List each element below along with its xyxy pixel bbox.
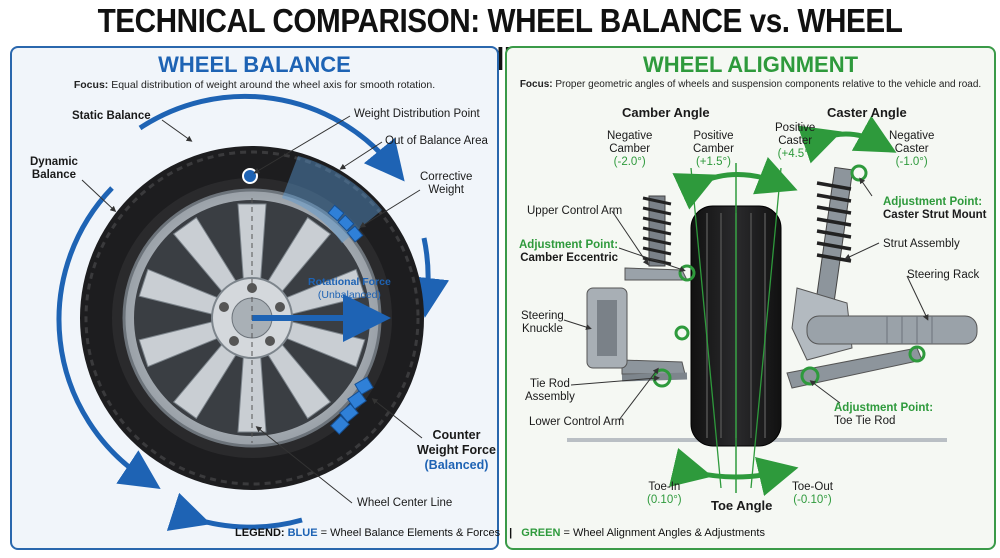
legend: LEGEND: BLUE = Wheel Balance Elements & …	[0, 527, 1000, 539]
positive-camber-line	[750, 167, 782, 489]
lower-control-arm-label: Lower Control Arm	[529, 416, 625, 428]
wheel-alignment-diagram	[563, 115, 978, 497]
caster-angle-label: Caster Angle	[827, 105, 907, 120]
static-balance-label: Static Balance	[72, 110, 151, 122]
legend-blue-word: BLUE	[287, 527, 318, 539]
focus-label: Focus:	[519, 79, 553, 90]
caster-arrow	[797, 115, 897, 164]
wheel-balance-header: WHEEL BALANCE	[12, 48, 497, 88]
camber-arrow	[672, 157, 798, 210]
toe-tie-rod-adjustment-label: Adjustment Point:Toe Tie Rod	[834, 402, 934, 427]
weight-distribution-point-label: Weight Distribution Point	[354, 108, 480, 120]
legend-green-word: GREEN	[521, 527, 561, 539]
counter-weight	[330, 376, 374, 435]
wheel-alignment-header: WHEEL ALIGNMENT	[507, 48, 994, 88]
wheel-alignment-heading: WHEEL ALIGNMENT	[642, 52, 859, 77]
wheel-alignment-panel: WHEEL ALIGNMENT Focus: Proper geometric …	[505, 46, 996, 550]
wheel-alignment-focus: Focus: Proper geometric angles of wheels…	[507, 79, 994, 90]
toe-in-label: Toe-In(0.10°)	[647, 481, 682, 506]
focus-text: Proper geometric angles of wheels and su…	[555, 79, 982, 90]
upper-control-arm-label: Upper Control Arm	[527, 205, 623, 217]
legend-green-text: = Wheel Alignment Angles & Adjustments	[563, 527, 765, 539]
camber-eccentric-adjustment-label: Adjustment Point:Camber Eccentric	[519, 239, 619, 264]
negative-camber-line	[690, 167, 722, 489]
focus-label: Focus:	[73, 79, 109, 91]
toe-arrow	[668, 447, 799, 497]
corrective-weight	[327, 204, 364, 243]
legend-blue-text: = Wheel Balance Elements & Forces	[320, 527, 501, 539]
camber-eccentric-point	[678, 264, 696, 282]
camber-angle-label: Camber Angle	[622, 105, 710, 120]
rotation-arc-top	[138, 93, 405, 182]
rotation-arc-bottom	[166, 492, 303, 531]
upper-control-arm	[624, 267, 688, 281]
caster-strut-mount-point	[850, 164, 868, 182]
wheel-center-line-label: Wheel Center Line	[357, 497, 453, 509]
wheel-balance-diagram	[56, 93, 450, 531]
focus-text: Equal distribution of weight around the …	[111, 79, 436, 91]
steering-rack	[806, 315, 978, 345]
strut-assembly-label: Strut Assembly	[883, 238, 960, 250]
lower-control-arm	[621, 359, 686, 375]
toe-out-label: Toe-Out(-0.10°)	[792, 481, 833, 506]
toe-angle-label: Toe Angle	[711, 498, 773, 513]
out-of-balance-area-label: Out of Balance Area	[385, 135, 488, 147]
legend-prefix: LEGEND:	[235, 527, 285, 539]
rotation-arc-left	[56, 186, 161, 490]
rotation-arc-right	[409, 237, 450, 318]
wheel-balance-heading: WHEEL BALANCE	[158, 52, 351, 77]
wheel-balance-panel: WHEEL BALANCE Focus: Equal distribution …	[10, 46, 499, 550]
steering-rack-label: Steering Rack	[907, 269, 980, 281]
weight-distribution-point	[242, 168, 258, 184]
legend-separator: |	[509, 527, 513, 539]
rotational-force-label: Rotational Force(Unbalanced)	[308, 276, 391, 301]
out-of-balance-area	[282, 156, 382, 243]
wheel-balance-focus: Focus: Equal distribution of weight arou…	[12, 79, 497, 91]
caster-strut-mount-adjustment-label: Adjustment Point:Caster Strut Mount	[883, 196, 987, 221]
